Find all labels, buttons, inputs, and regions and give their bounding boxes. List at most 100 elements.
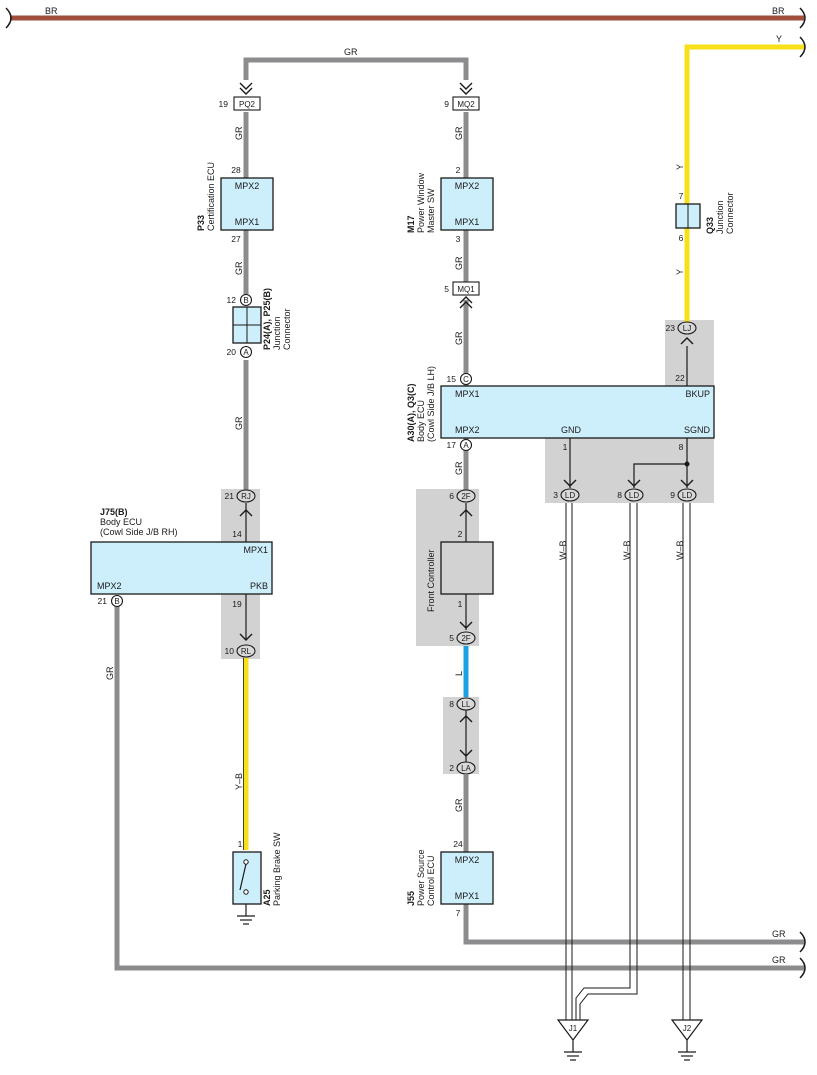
ecu-a30 [440,385,715,439]
connector-rl [236,644,256,658]
connector-label: MQ2 [457,100,475,109]
pin-number: 27 [231,234,241,244]
switch-contact [243,889,249,895]
pin-number: 2 [458,529,463,539]
pin-number: 19 [232,599,242,609]
connector-label: MQ1 [457,285,475,294]
connector-mq2 [452,96,480,111]
component-name: Certification ECU [206,162,216,231]
connector-label: LJ [683,324,691,333]
pin-number: 10 [225,646,235,656]
wire-label-gr: GR [234,261,244,275]
wire-gr-out [463,904,804,945]
chevron-down-icon [563,479,577,487]
connector-b21 [110,594,124,608]
shade-ll [443,697,479,774]
wire-label-gr: GR [454,461,464,475]
break-mark [799,7,806,29]
ecu-j75 [90,541,273,595]
pin-number: 2 [456,165,461,175]
component-name: Connector [282,308,292,350]
component-id: J75(B) [100,507,128,517]
port-label: PKB [250,581,268,591]
pin-number: 12 [227,295,237,305]
chevron-down-icon [459,82,473,95]
connector-label: LD [682,491,692,500]
component-id: J55 [406,891,416,906]
connector-mq1 [452,281,480,296]
wire-gr-out [114,606,804,971]
ecu-m17 [440,177,494,231]
ground-point-j2 [670,1019,704,1041]
wire-label-l: L [454,671,464,676]
connector-label: 2F [461,634,470,643]
component-id: Q33 [705,217,715,234]
connector-label: PQ2 [239,100,256,109]
component-name: Control ECU [426,855,436,906]
chevron-up-icon [459,509,473,517]
connector-label: LD [629,491,639,500]
connector-label: RJ [241,492,251,501]
ecu-j55 [440,851,494,905]
connector-lj [677,321,697,335]
component-id: M17 [406,215,416,233]
wire-label-y: Y [675,164,685,170]
connector-label: LD [565,491,575,500]
connector-label: 2F [461,492,470,501]
ground-icon [678,1051,696,1061]
wire-label-wb: W–B [622,540,632,560]
wire-label-gr: GR [234,416,244,430]
component-name: Power Source [416,849,426,906]
pin-number: 21 [225,491,235,501]
pin-number: 20 [227,347,237,357]
wire-label-y: Y [776,34,782,44]
wire-label-yb: Y–B [234,773,244,790]
connector-b12 [239,293,253,307]
pin-number: 2 [449,763,454,773]
component-id: A25 [262,889,272,906]
pin-number: 3 [553,490,558,500]
wire-gr-loop [243,57,469,80]
wire-label-y: Y [675,269,685,275]
pin-number: 3 [456,234,461,244]
wire-label-gr: GR [454,256,464,270]
component-name: Body ECU [416,400,426,442]
wire-label-gr: GR [234,126,244,140]
port-label: MPX1 [455,891,480,901]
component-name: Front Controller [426,549,436,612]
port-label: MPX2 [455,425,480,435]
ground-label: J1 [569,1024,578,1033]
break-mark [799,931,806,953]
pin-number: 24 [453,839,463,849]
wire-y [684,44,804,322]
front-controller [440,541,494,595]
connector-label: B [114,597,119,606]
break-mark [799,36,806,58]
pin-number: 6 [449,491,454,501]
wire-label-gr: GR [772,955,786,965]
port-label: MPX1 [243,545,268,555]
ecu-p33 [220,177,274,231]
pin-number: 21 [98,596,108,606]
port-label: MPX1 [455,389,480,399]
connector-label: LA [461,764,471,773]
chevron-down-icon [627,479,641,487]
junction-dot [684,461,690,467]
wire-label-wb: W–B [675,540,685,560]
wire-label-gr: GR [454,798,464,812]
connector-ld8 [624,488,644,502]
connector-c15 [459,372,473,386]
wire-label-br: BR [772,6,785,16]
pin-number: 8 [449,699,454,709]
component-name: Parking Brake SW [272,832,282,906]
pin-number: 5 [444,284,449,294]
switch-lever [239,863,247,891]
break-mark [799,957,806,979]
component-name: (Cowl Side J/B RH) [100,527,178,537]
component-name: (Cowl Side J/B LH) [426,366,436,442]
pin-number: 1 [563,442,568,452]
pin-number: 1 [238,839,243,849]
port-label: BKUP [685,389,710,399]
wire-label-wb: W–B [558,540,568,560]
